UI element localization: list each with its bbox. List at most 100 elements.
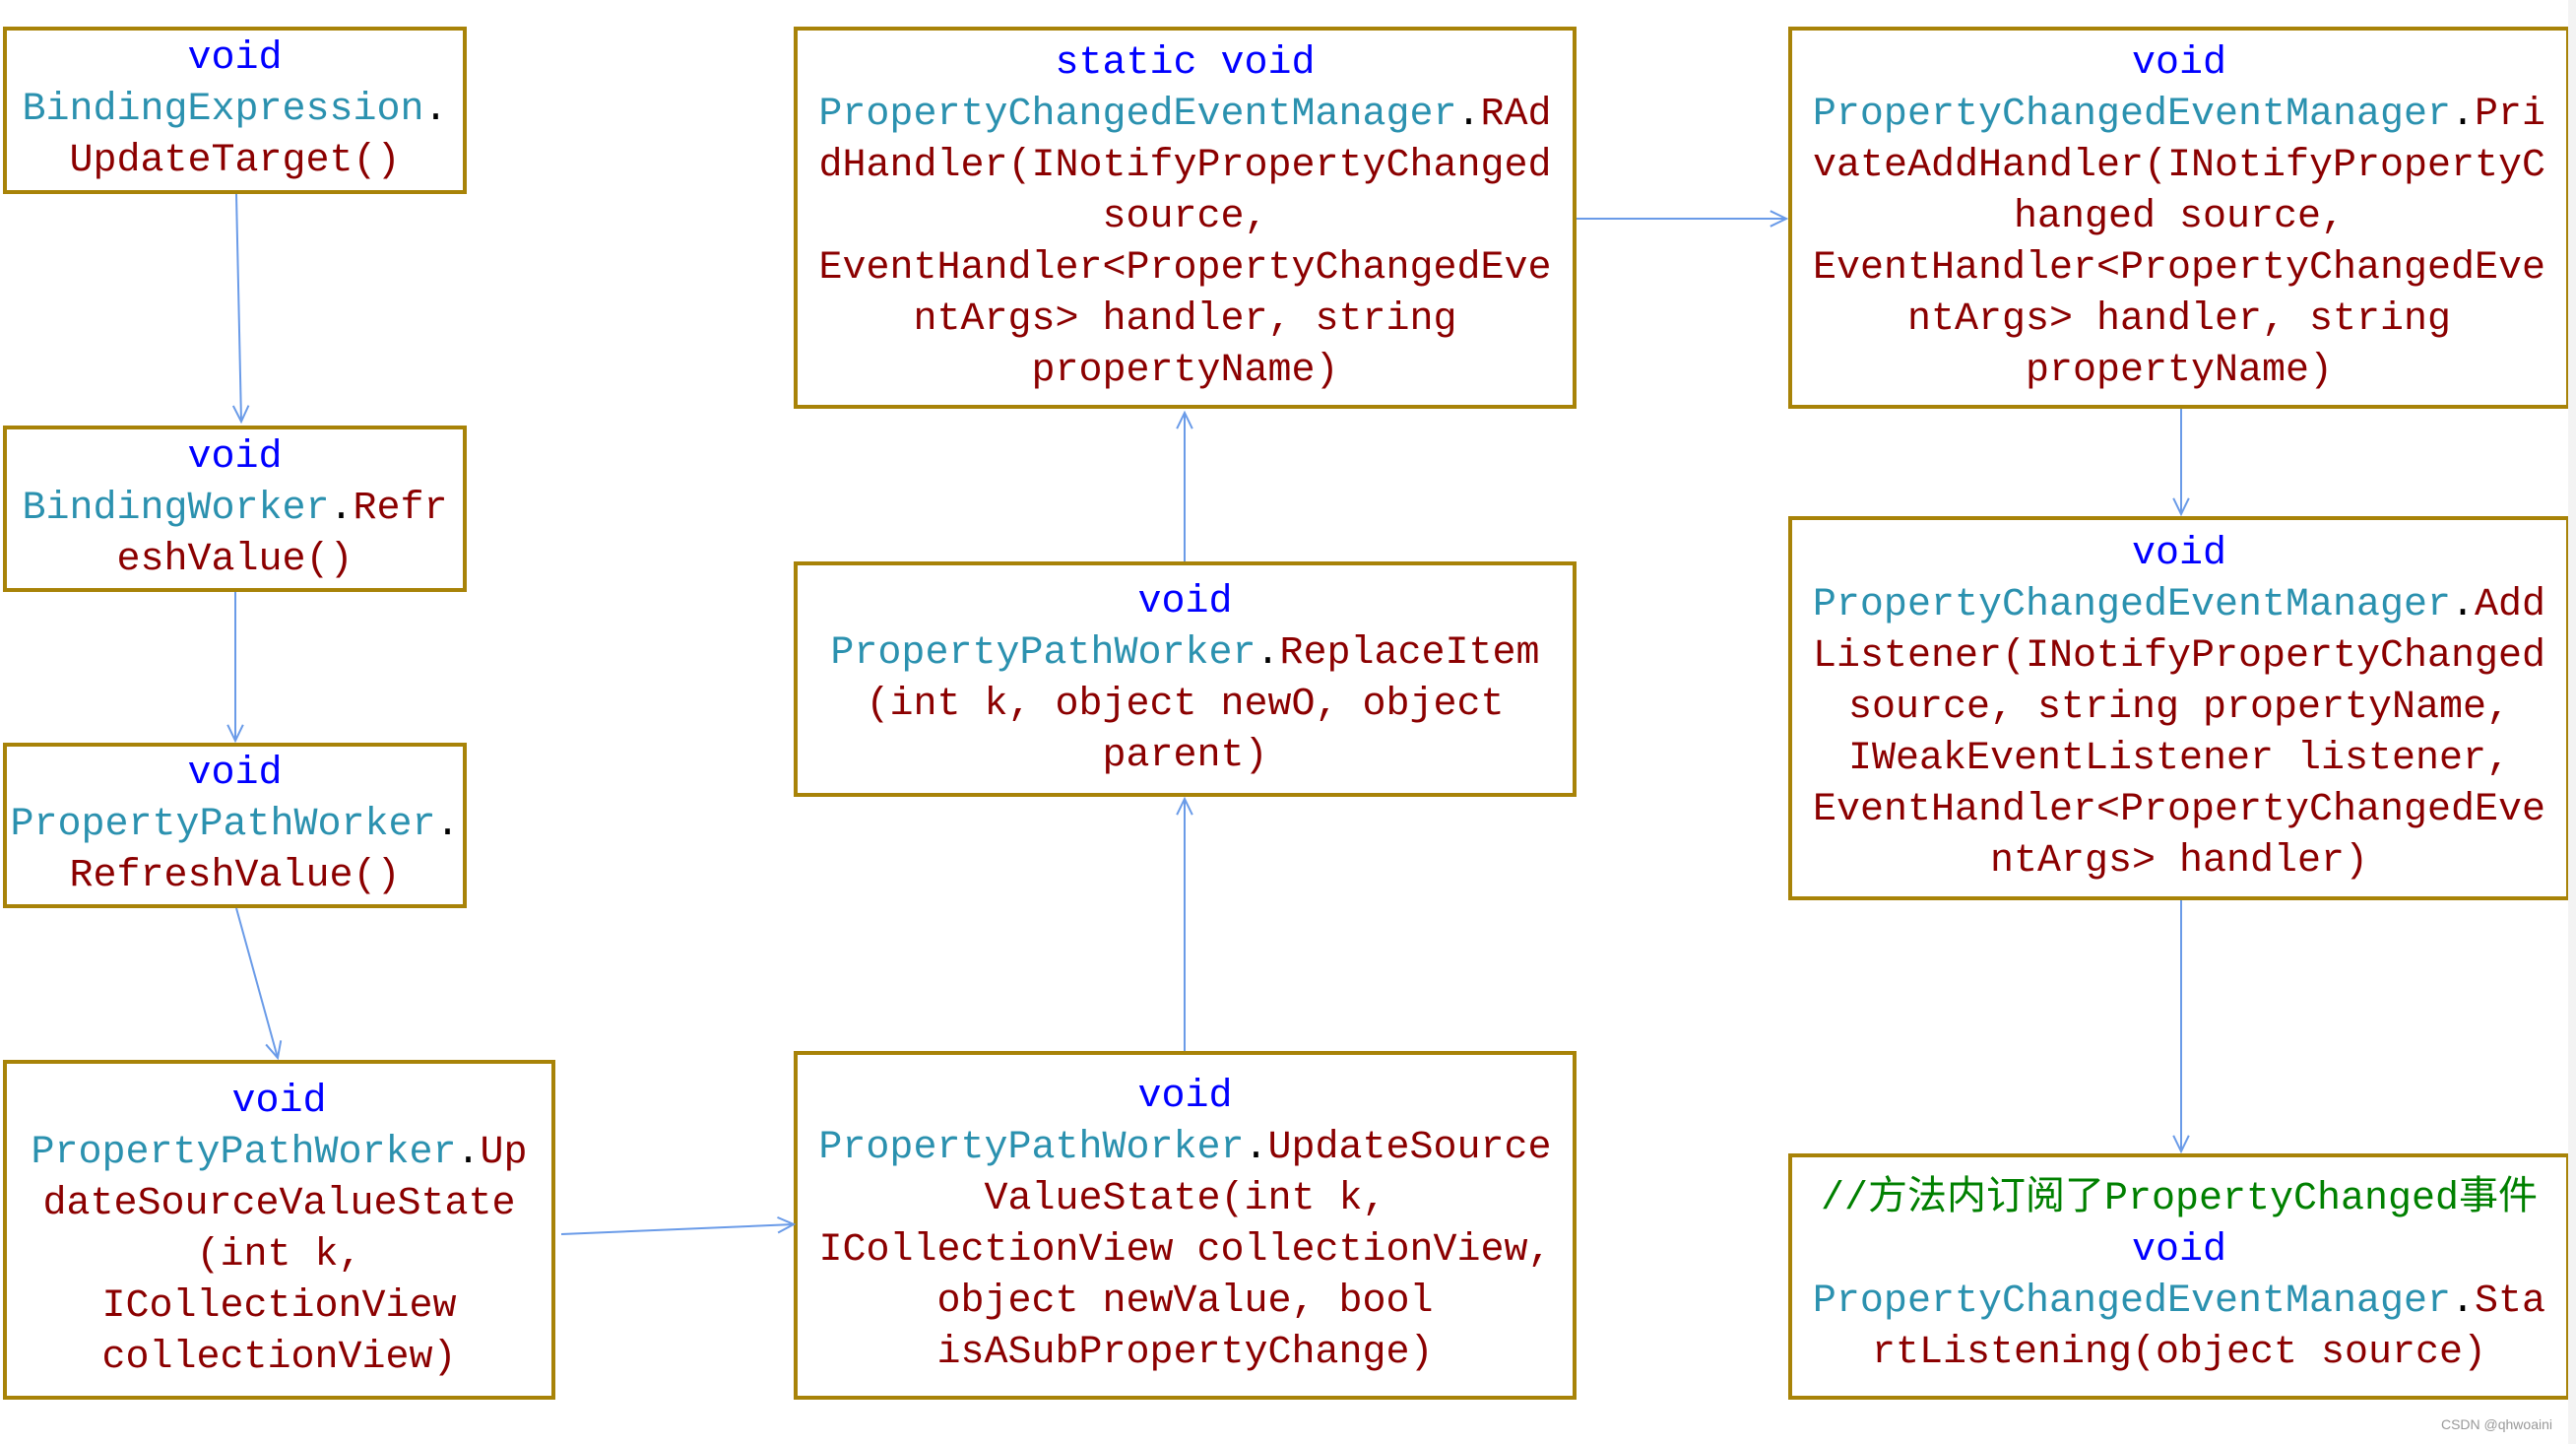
- arrow: [235, 907, 283, 1061]
- node-line: PropertyChangedEventManager.Add: [1813, 580, 2545, 631]
- method-text: ValueState(int k,: [984, 1177, 1386, 1221]
- node-line: void: [187, 432, 282, 484]
- node-line: void: [231, 1077, 326, 1128]
- comment: //方法内订阅了PropertyChanged事件: [1820, 1177, 2539, 1221]
- method-text: vateAddHandler(INotifyPropertyC: [1812, 144, 2546, 188]
- node-line: ntArgs> handler, string: [913, 295, 1456, 346]
- dot: .: [2451, 1280, 2476, 1324]
- arrowhead: [777, 1215, 797, 1234]
- type-name: PropertyPathWorker: [10, 803, 436, 847]
- node-line: void: [1137, 577, 1232, 628]
- node-line: void: [2132, 1225, 2226, 1277]
- arrow: [2172, 900, 2190, 1154]
- node-line: PropertyChangedEventManager.Sta: [1813, 1277, 2545, 1328]
- arrowhead: [2172, 1135, 2190, 1154]
- dot: .: [329, 486, 354, 531]
- node-line: Listener(INotifyPropertyChanged: [1813, 631, 2545, 683]
- keyword: void: [1137, 579, 1233, 624]
- node-line: dHandler(INotifyPropertyChanged: [818, 141, 1551, 192]
- method-text: hanged source,: [2013, 195, 2346, 239]
- node-line: (int k, object newO, object: [866, 680, 1504, 731]
- type-name: BindingWorker: [22, 486, 330, 531]
- arrow: [231, 193, 250, 425]
- node-line: propertyName): [2026, 346, 2333, 397]
- dot: .: [435, 803, 460, 847]
- node-line: void: [187, 749, 282, 800]
- method-text: eshValue(): [116, 537, 354, 582]
- arrow: [2172, 409, 2190, 517]
- node-line: rtListening(object source): [1872, 1328, 2486, 1379]
- keyword: void: [2131, 41, 2226, 86]
- node-line: BindingExpression.: [22, 85, 447, 136]
- node-line: eshValue(): [116, 535, 353, 586]
- type-name: PropertyChangedEventManager: [1812, 1280, 2452, 1324]
- arrowhead: [1176, 796, 1193, 816]
- method-text: ntArgs> handler, string: [1906, 297, 2452, 342]
- type-name: PropertyPathWorker: [31, 1130, 457, 1175]
- node-line: void: [2132, 529, 2226, 580]
- method-text: (int k, object newO, object: [866, 682, 1505, 727]
- node-line: IWeakEventListener listener,: [1848, 734, 2510, 785]
- method-text: dateSourceValueState: [42, 1181, 516, 1226]
- node-line: parent): [1102, 731, 1267, 782]
- method-text: EventHandler<PropertyChangedEve: [818, 246, 1552, 291]
- arrow: [1577, 210, 1789, 228]
- dot: .: [456, 1130, 481, 1175]
- method-text: Up: [480, 1130, 528, 1175]
- method-text: dHandler(INotifyPropertyChanged: [818, 144, 1552, 188]
- node-line: source,: [1102, 192, 1267, 243]
- arrowhead: [226, 724, 244, 744]
- node-line: ValueState(int k,: [984, 1174, 1385, 1225]
- node-line: static void: [1055, 38, 1315, 90]
- node-line: PropertyPathWorker.Up: [31, 1128, 527, 1179]
- method-text: object newValue, bool: [936, 1280, 1434, 1324]
- arrowhead: [1770, 210, 1789, 228]
- method-text: RefreshValue(): [69, 854, 401, 898]
- type-name: PropertyChangedEventManager: [1812, 93, 2452, 137]
- method-text: Sta: [2475, 1280, 2546, 1324]
- keyword: static void: [1055, 41, 1316, 86]
- node-line: vateAddHandler(INotifyPropertyC: [1813, 141, 2545, 192]
- keyword: void: [187, 36, 283, 81]
- node-line: EventHandler<PropertyChangedEve: [1813, 785, 2545, 836]
- node-line: isASubPropertyChange): [936, 1328, 1433, 1379]
- keyword: void: [1137, 1075, 1233, 1119]
- method-text: ReplaceItem: [1279, 630, 1540, 676]
- method-text: ntArgs> handler, string: [913, 297, 1457, 342]
- node-line: (int k,: [196, 1230, 361, 1281]
- arrowhead: [2172, 497, 2190, 517]
- node-line: dateSourceValueState: [42, 1179, 515, 1230]
- method-text: EventHandler<PropertyChangedEve: [1812, 246, 2546, 291]
- method-text: Refr: [353, 486, 448, 531]
- arrowhead: [265, 1040, 283, 1061]
- dot: .: [2451, 93, 2476, 137]
- method-text: Add: [2475, 583, 2546, 627]
- node-line: ntArgs> handler): [1990, 836, 2368, 887]
- method-text: Listener(INotifyPropertyChanged: [1812, 634, 2546, 679]
- dot: .: [1244, 1126, 1268, 1170]
- watermark: CSDN @qhwoaini: [2440, 1416, 2552, 1432]
- method-text: Pri: [2475, 93, 2546, 137]
- right-edge: [2568, 0, 2576, 1444]
- method-text: UpdateSource: [1267, 1126, 1552, 1170]
- node-line: EventHandler<PropertyChangedEve: [1813, 243, 2545, 295]
- node-line: object newValue, bool: [936, 1277, 1433, 1328]
- method-text: ICollectionView: [101, 1283, 457, 1329]
- node-line: source, string propertyName,: [1848, 683, 2510, 734]
- node-line: PropertyPathWorker.UpdateSource: [818, 1123, 1551, 1174]
- arrow: [226, 592, 244, 744]
- dot: .: [2451, 583, 2476, 627]
- node-line: PropertyChangedEventManager.RAd: [818, 90, 1551, 141]
- node-line: RefreshValue(): [69, 851, 400, 902]
- node-line: hanged source,: [2014, 192, 2345, 243]
- type-name: PropertyPathWorker: [830, 630, 1256, 676]
- node-line: //方法内订阅了PropertyChanged事件: [1821, 1174, 2538, 1225]
- method-text: UpdateTarget(): [69, 139, 401, 183]
- method-text: IWeakEventListener listener,: [1847, 737, 2511, 781]
